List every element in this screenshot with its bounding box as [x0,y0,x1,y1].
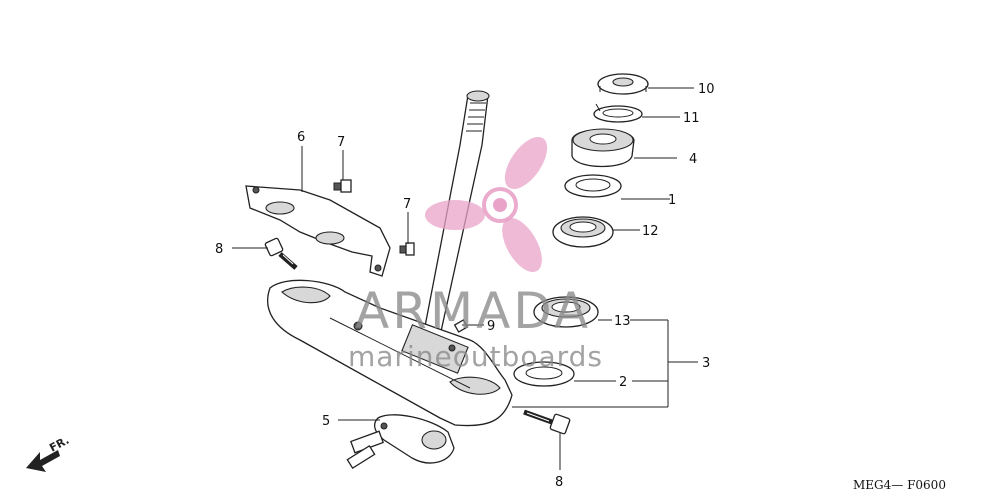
bolt-9-part [453,319,469,333]
callout-3: 3 [702,356,710,371]
callout-12: 12 [642,224,659,239]
bearing-13-part [533,296,599,328]
callout-1: 1 [668,193,676,208]
diagram-code: MEG4— F0600 [853,478,946,492]
callout-7-lower: 7 [403,197,411,212]
watermark-brand: ARMADA [355,282,591,340]
watermark: ARMADA marineoutboards [348,136,603,373]
bracket-plate-part [245,185,391,277]
callout-11: 11 [683,111,700,126]
callout-6: 6 [297,130,305,145]
callout-5: 5 [322,414,330,429]
leader-lines [232,87,698,470]
callout-4: 4 [689,152,697,167]
callout-2: 2 [619,375,627,390]
ignition-switch-part [346,414,455,470]
callout-7-upper: 7 [337,135,345,150]
race-2-part [513,361,575,387]
front-label: FR. [47,434,71,455]
adjusting-nut-4-part [571,128,635,168]
bolt-7-upper-part [333,179,352,193]
lock-nut-10-part [597,73,649,95]
callout-10: 10 [698,82,715,97]
bolt-8-left-part [264,237,298,270]
steering-stem-part [267,90,513,427]
callout-8-bottom: 8 [555,475,563,490]
bolt-7-lower-part [399,242,415,256]
callout-8-left: 8 [215,242,223,257]
front-arrow-icon [26,450,60,472]
propeller-icon [425,136,548,273]
front-direction-indicator: FR. [26,434,71,472]
dust-seal-1-part [564,174,622,198]
bolt-8-bottom-part [523,409,571,435]
bearing-12-part [552,216,614,248]
callout-9: 9 [487,319,495,334]
callout-13: 13 [614,314,631,329]
lock-washer-11-part [593,103,643,123]
watermark-tagline: marineoutboards [348,340,603,373]
